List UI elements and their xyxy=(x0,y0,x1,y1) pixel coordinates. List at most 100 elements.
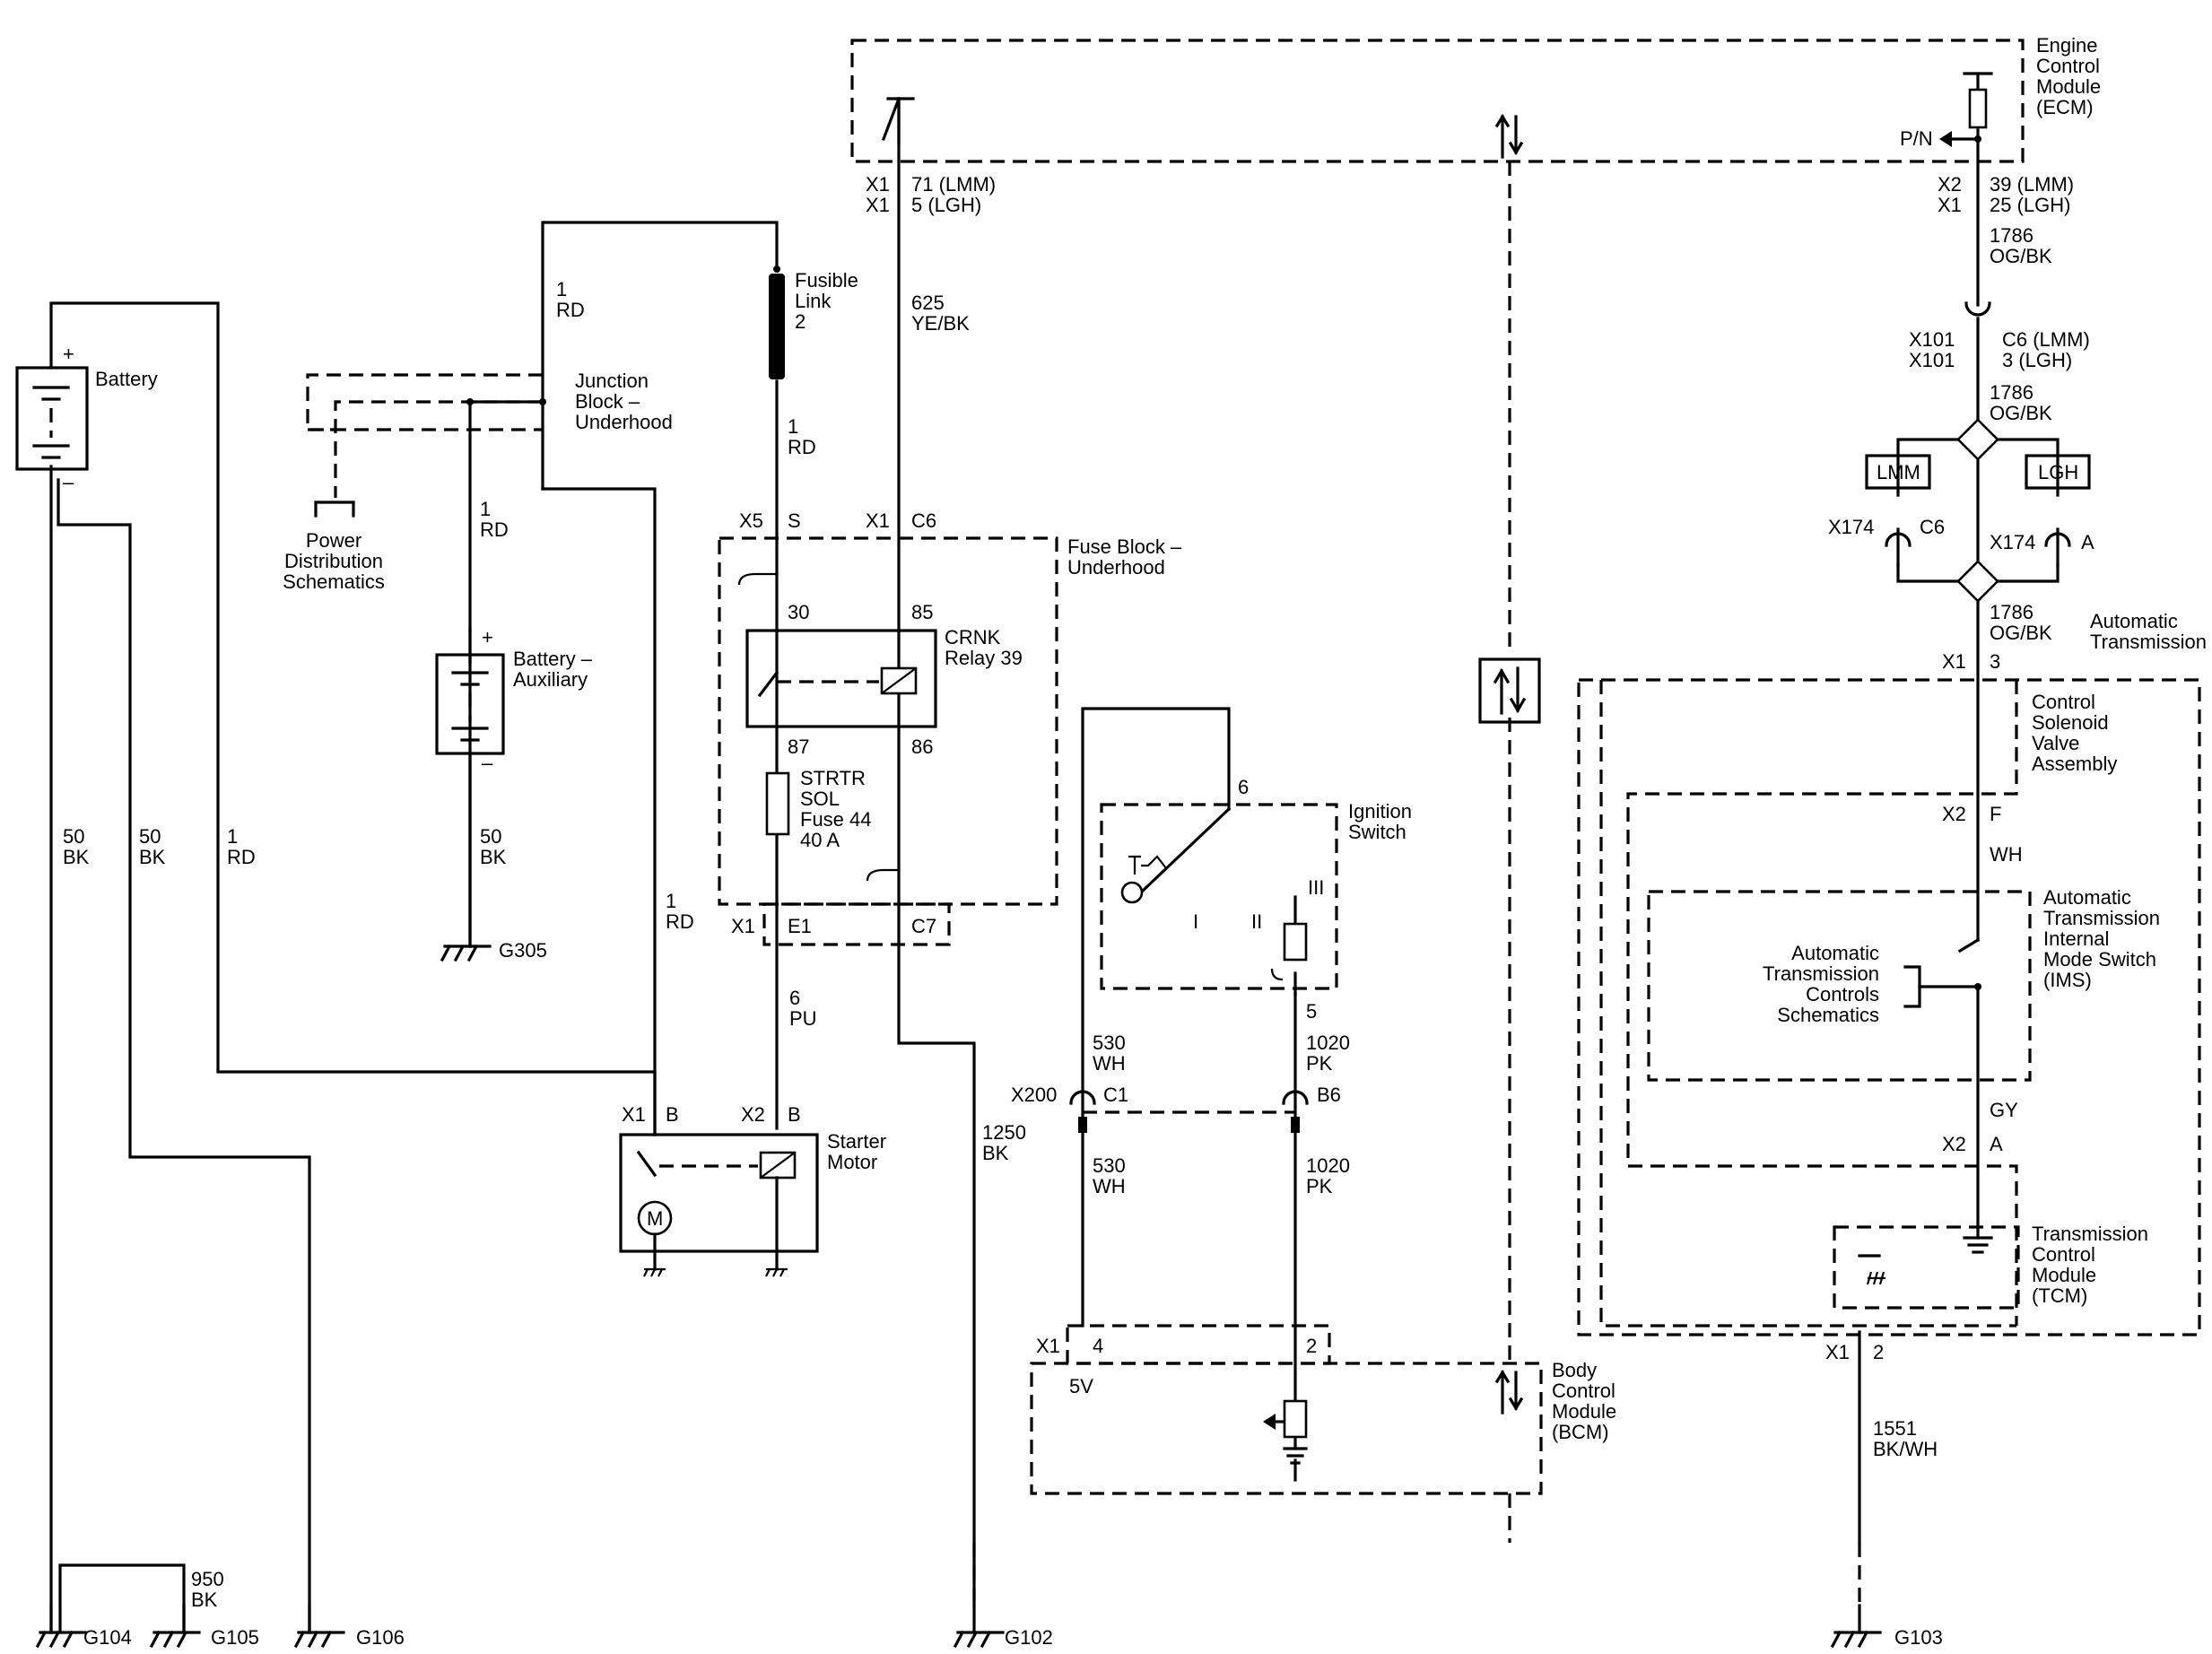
ecm-x1-pin-b: 5 (LGH) xyxy=(911,194,981,216)
bcm-x1: X1 xyxy=(1036,1335,1060,1357)
lmm-label: LMM xyxy=(1877,461,1920,483)
aux-battery-plus: + xyxy=(482,626,493,649)
starter-x1: X1 xyxy=(622,1103,646,1126)
fuse-pin-c7: C7 xyxy=(911,915,936,937)
fuse-block-label: Fuse Block –Underhood xyxy=(1067,535,1182,579)
g103-label: G103 xyxy=(1894,1626,1943,1649)
trans-x2-a-pin: A xyxy=(1990,1133,2003,1155)
lgh-label: LGH xyxy=(2038,461,2078,483)
connector-symbols xyxy=(314,266,2071,1133)
ecm-x1-a: X1 xyxy=(866,173,890,196)
connector-labels: X1 X1 71 (LMM) 5 (LGH) X2 X1 39 (LMM) 25… xyxy=(622,173,2094,1363)
ign-pos-1: I xyxy=(1193,910,1198,933)
relay-pin-85: 85 xyxy=(911,601,933,623)
trans-x2-a: X2 xyxy=(1942,1133,1966,1155)
transmission-internals xyxy=(1858,937,1993,1285)
battery-symbol xyxy=(15,366,89,471)
battery-aux-label: Battery –Auxiliary xyxy=(513,648,593,691)
x174-right-pin: A xyxy=(2081,531,2094,553)
relay-pin-30: 30 xyxy=(788,601,809,623)
crnk-relay-symbol xyxy=(745,629,937,728)
x200: X200 xyxy=(1011,1084,1057,1106)
g102-label: G102 xyxy=(1005,1626,1053,1649)
ign-pin-5: 5 xyxy=(1306,1000,1317,1023)
ecm-x1-pin-a: 71 (LMM) xyxy=(911,173,996,196)
tcm-x1: X1 xyxy=(1825,1341,1850,1363)
auxiliary-battery-symbol xyxy=(435,653,505,755)
wire-gy: GY xyxy=(1990,1099,2018,1121)
ign-pos-3: III xyxy=(1308,876,1324,899)
bcm-internals xyxy=(1263,1399,1308,1465)
g305-label: G305 xyxy=(499,939,547,962)
fuse-pin-s: S xyxy=(788,509,801,532)
x174-left-pin: C6 xyxy=(1920,516,1945,538)
ground-symbols xyxy=(35,944,1882,1649)
ecm-x2: X2 xyxy=(1938,173,1962,196)
pn-label: P/N xyxy=(1900,127,1933,150)
fuse-pin-c6: C6 xyxy=(911,509,936,532)
ign-pos-2: II xyxy=(1251,910,1262,933)
bcm-pin-2: 2 xyxy=(1306,1335,1317,1357)
starter-x1-pin: B xyxy=(666,1103,679,1126)
x101-b: X101 xyxy=(1909,349,1955,371)
ecm-x1-right: X1 xyxy=(1938,194,1962,216)
fuse-x5: X5 xyxy=(739,509,763,532)
battery-plus: + xyxy=(63,343,74,365)
bcm-pin-4: 4 xyxy=(1093,1335,1103,1357)
starter-x2-pin: B xyxy=(788,1103,801,1126)
g105-label: G105 xyxy=(211,1626,259,1649)
tcm-x1-pin: 2 xyxy=(1873,1341,1884,1363)
g106-label: G106 xyxy=(356,1626,405,1649)
x200-pin-c1: C1 xyxy=(1103,1084,1128,1106)
battery-minus: – xyxy=(63,471,74,493)
ignition-switch-symbol xyxy=(1120,806,1308,981)
serial-data-arrows xyxy=(1478,113,1541,1415)
x101-pin-b: 3 (LGH) xyxy=(2002,349,2072,371)
motor-symbol-label: M xyxy=(647,1207,663,1230)
relay-pin-87: 87 xyxy=(788,736,809,758)
wires xyxy=(49,72,2060,1634)
splice-diamonds xyxy=(1865,418,2091,603)
ground-labels: G104 G105 G106 G102 G103 G305 xyxy=(83,939,1943,1649)
five-volt-label: 5V xyxy=(1069,1375,1093,1397)
battery-label: Battery xyxy=(95,368,158,390)
ign-pin-6: 6 xyxy=(1238,776,1249,798)
trans-x2-f-pin: F xyxy=(1990,803,2001,825)
strtr-sol-fuse-symbol xyxy=(765,771,790,836)
fusible-link-symbol xyxy=(769,274,785,379)
g104-label: G104 xyxy=(83,1626,132,1649)
x101-pin-a: C6 (LMM) xyxy=(2002,328,2090,351)
